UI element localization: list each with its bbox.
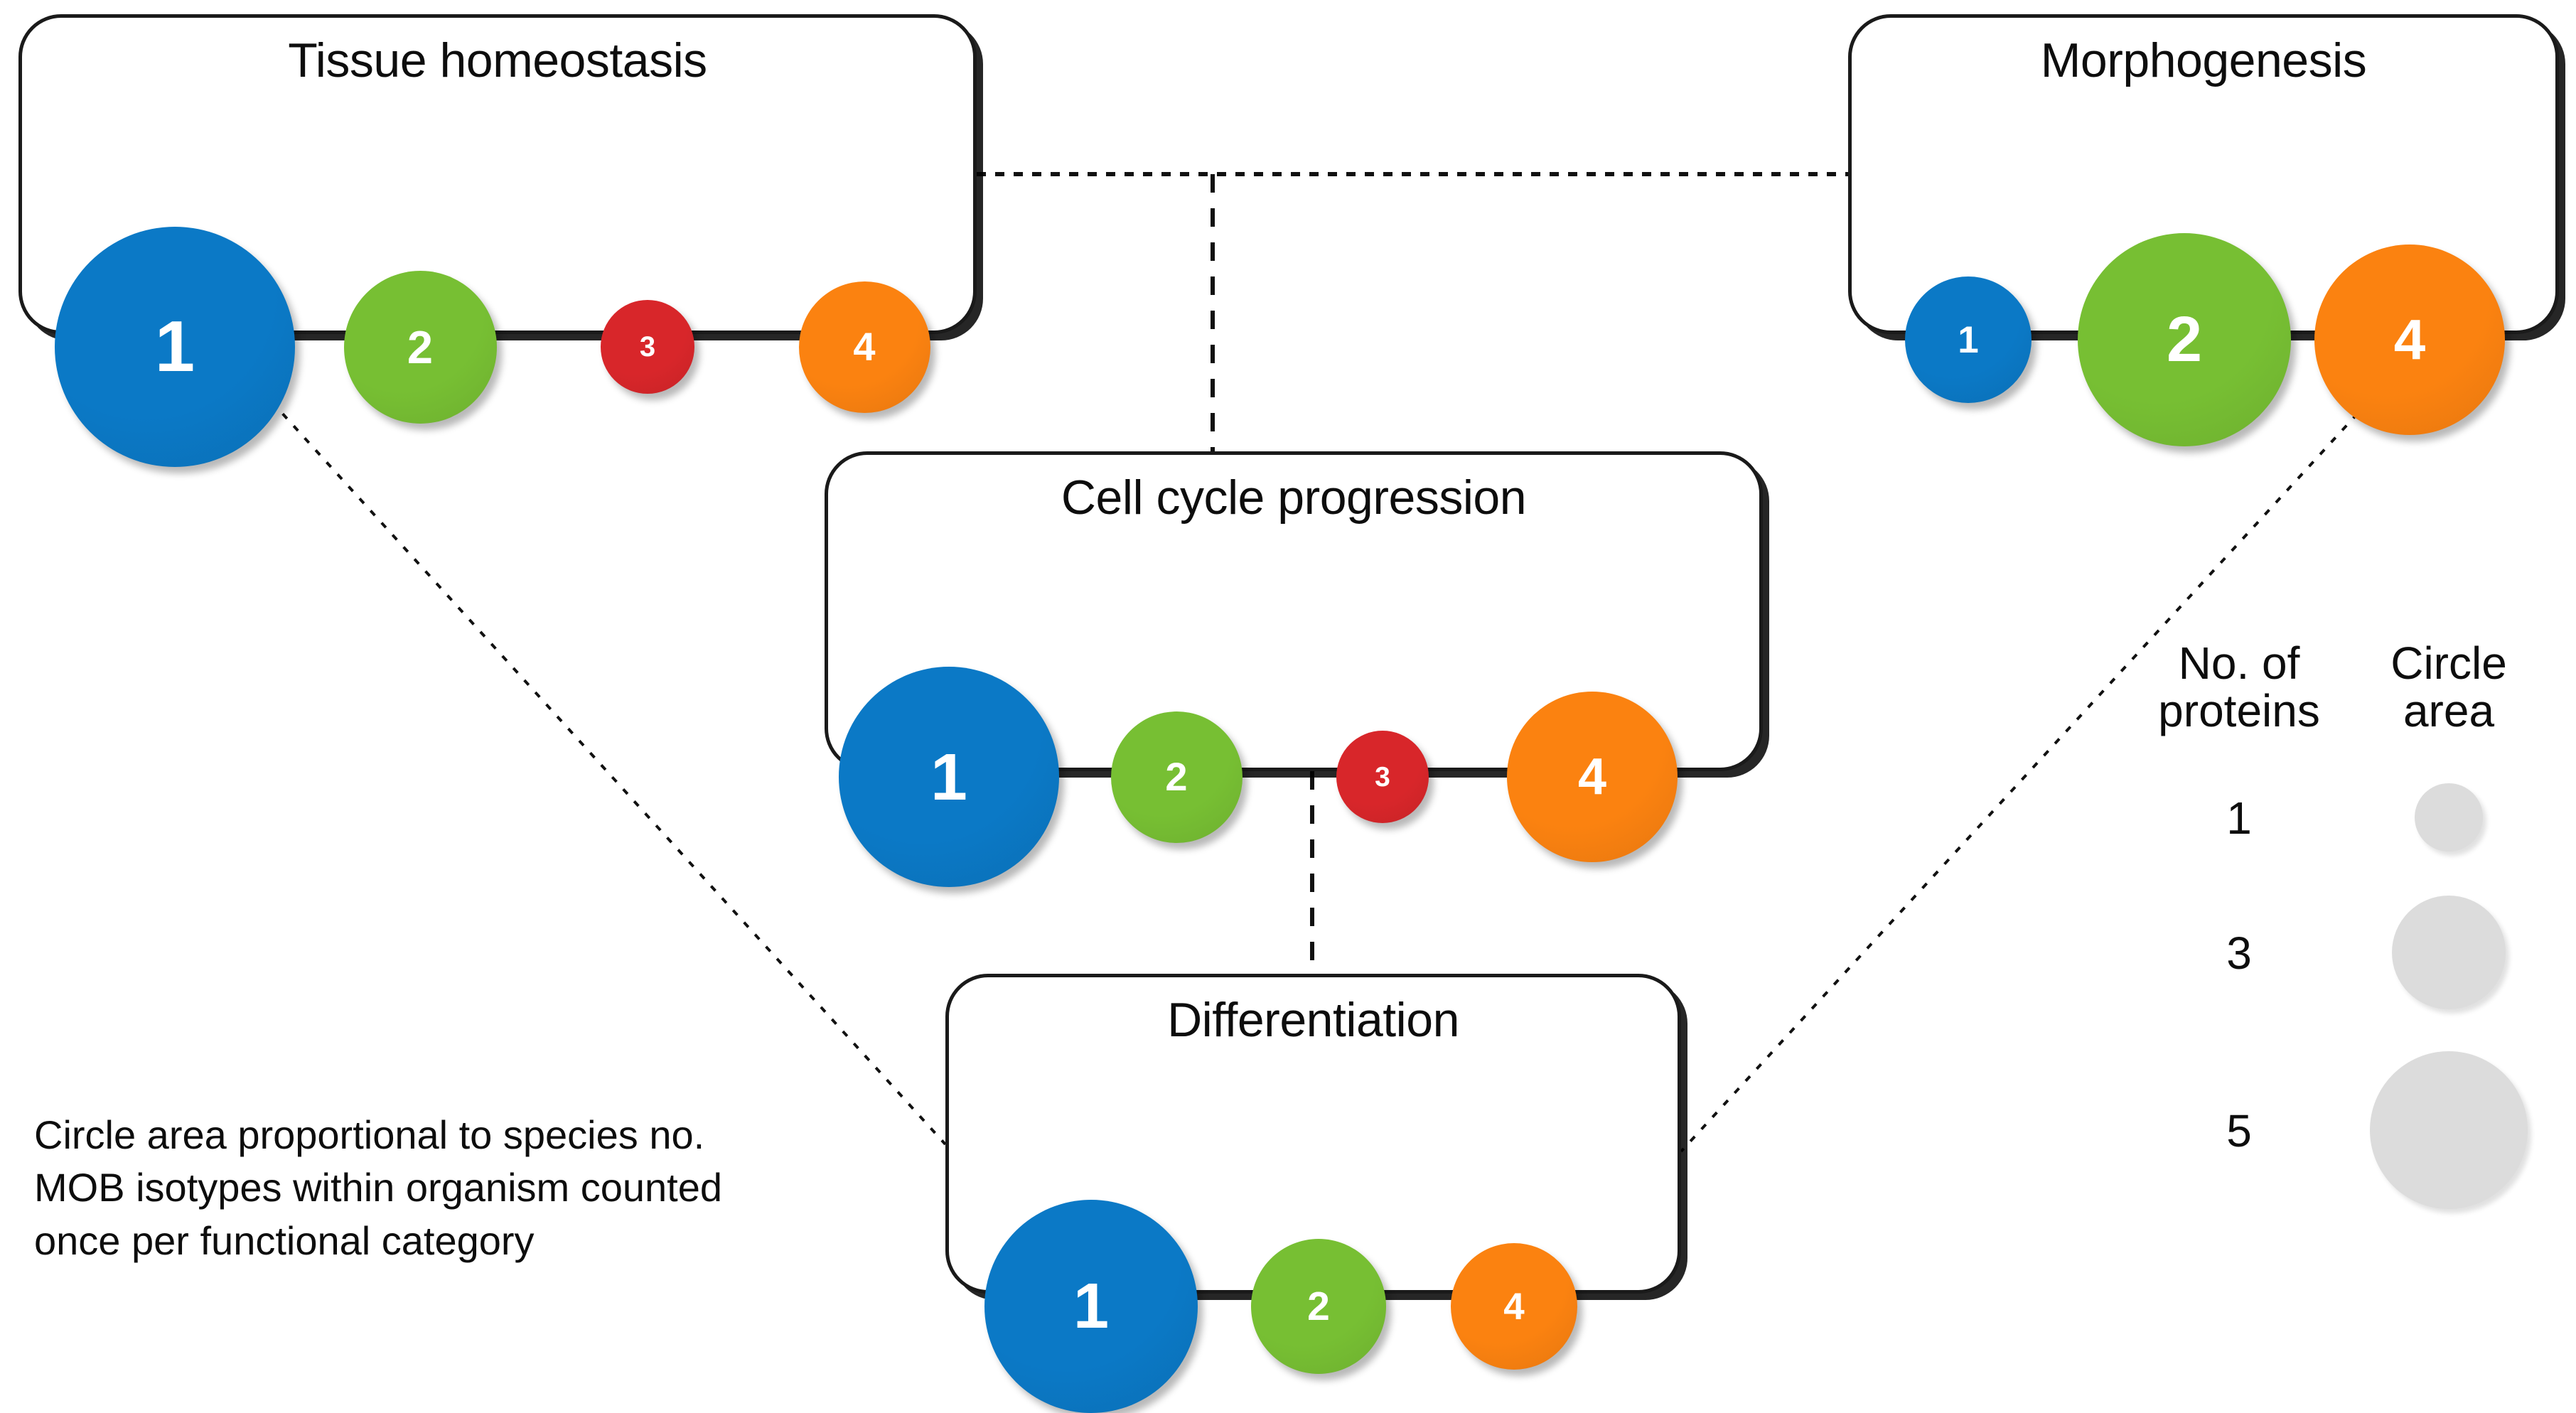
bubble-label: 3 <box>639 331 656 362</box>
bubble-differentiation-4[interactable]: 4 <box>1451 1243 1577 1370</box>
legend-circle-5 <box>2370 1051 2528 1209</box>
bubble-cell-cycle-progression-1[interactable]: 1 <box>839 667 1059 887</box>
caption: Circle area proportional to species no. … <box>34 1109 816 1267</box>
bubble-label: 4 <box>2393 308 2426 371</box>
bubble-morphogenesis-2[interactable]: 2 <box>2078 233 2291 446</box>
category-box-morphogenesis[interactable]: Morphogenesis 1 2 4 <box>1848 14 2559 446</box>
bubble-label: 2 <box>407 321 434 373</box>
bubble-label: 1 <box>1073 1271 1110 1342</box>
bubble-cell-cycle-progression-4[interactable]: 4 <box>1507 692 1678 862</box>
legend-circle-3 <box>2392 896 2506 1009</box>
category-box-cell-cycle-progression[interactable]: Cell cycle progression 1 2 3 4 <box>825 451 1763 887</box>
bubble-row-tissue-homeostasis: 1 2 3 4 <box>22 124 973 467</box>
bubble-cell-cycle-progression-3[interactable]: 3 <box>1336 731 1429 823</box>
bubble-morphogenesis-1[interactable]: 1 <box>1905 276 2032 403</box>
category-title-tissue-homeostasis: Tissue homeostasis <box>288 33 707 87</box>
legend-header-proteins-line2: proteins <box>2158 685 2320 737</box>
bubble-differentiation-2[interactable]: 2 <box>1251 1239 1386 1374</box>
legend: No. of proteins Circle area 1 3 5 <box>2140 638 2566 1279</box>
legend-circle-1 <box>2415 783 2483 851</box>
bubble-label: 1 <box>930 739 967 814</box>
bubble-label: 2 <box>1165 754 1188 799</box>
bubble-row-morphogenesis: 1 2 4 <box>1852 124 2555 446</box>
bubble-tissue-homeostasis-3[interactable]: 3 <box>601 300 694 394</box>
legend-header-circle-area-line2: area <box>2403 685 2495 737</box>
bubble-cell-cycle-progression-2[interactable]: 2 <box>1110 711 1243 843</box>
caption-line-3: once per functional category <box>34 1218 535 1263</box>
legend-header-circle-area: Circle area <box>2353 638 2545 737</box>
bubble-morphogenesis-4[interactable]: 4 <box>2314 245 2505 435</box>
bubble-differentiation-1[interactable]: 1 <box>984 1200 1198 1413</box>
category-box-tissue-homeostasis[interactable]: Tissue homeostasis 1 2 3 4 <box>18 14 977 467</box>
bubble-label: 2 <box>1307 1283 1330 1329</box>
bubble-label: 1 <box>1958 318 1979 361</box>
bubble-tissue-homeostasis-1[interactable]: 1 <box>55 227 295 467</box>
legend-header-proteins-line1: No. of <box>2178 638 2300 689</box>
legend-header-circle-area-line1: Circle <box>2390 638 2507 689</box>
legend-proteins-value-1: 1 <box>2226 793 2252 844</box>
caption-line-1: Circle area proportional to species no. <box>34 1112 705 1157</box>
bubble-label: 1 <box>154 306 195 387</box>
category-title-cell-cycle-progression: Cell cycle progression <box>1061 471 1527 525</box>
bubble-label: 2 <box>2166 304 2203 375</box>
category-title-differentiation: Differentiation <box>1167 993 1459 1047</box>
category-title-morphogenesis: Morphogenesis <box>2040 33 2367 87</box>
bubble-tissue-homeostasis-4[interactable]: 4 <box>798 281 930 413</box>
bubble-label: 4 <box>1503 1285 1525 1328</box>
bubble-row-cell-cycle-progression: 1 2 3 4 <box>828 562 1759 887</box>
legend-proteins-value-5: 5 <box>2226 1105 2252 1156</box>
bubble-row-differentiation: 1 2 4 <box>949 1084 1678 1413</box>
legend-header-proteins: No. of proteins <box>2140 638 2339 737</box>
caption-line-2: MOB isotypes within organism counted <box>34 1165 722 1210</box>
bubble-label: 4 <box>853 324 876 369</box>
bubble-tissue-homeostasis-2[interactable]: 2 <box>343 270 497 424</box>
category-box-differentiation[interactable]: Differentiation 1 2 4 <box>945 974 1681 1413</box>
bubble-label: 3 <box>1375 761 1390 793</box>
bubble-label: 4 <box>1577 748 1607 805</box>
legend-proteins-value-3: 3 <box>2226 928 2252 979</box>
